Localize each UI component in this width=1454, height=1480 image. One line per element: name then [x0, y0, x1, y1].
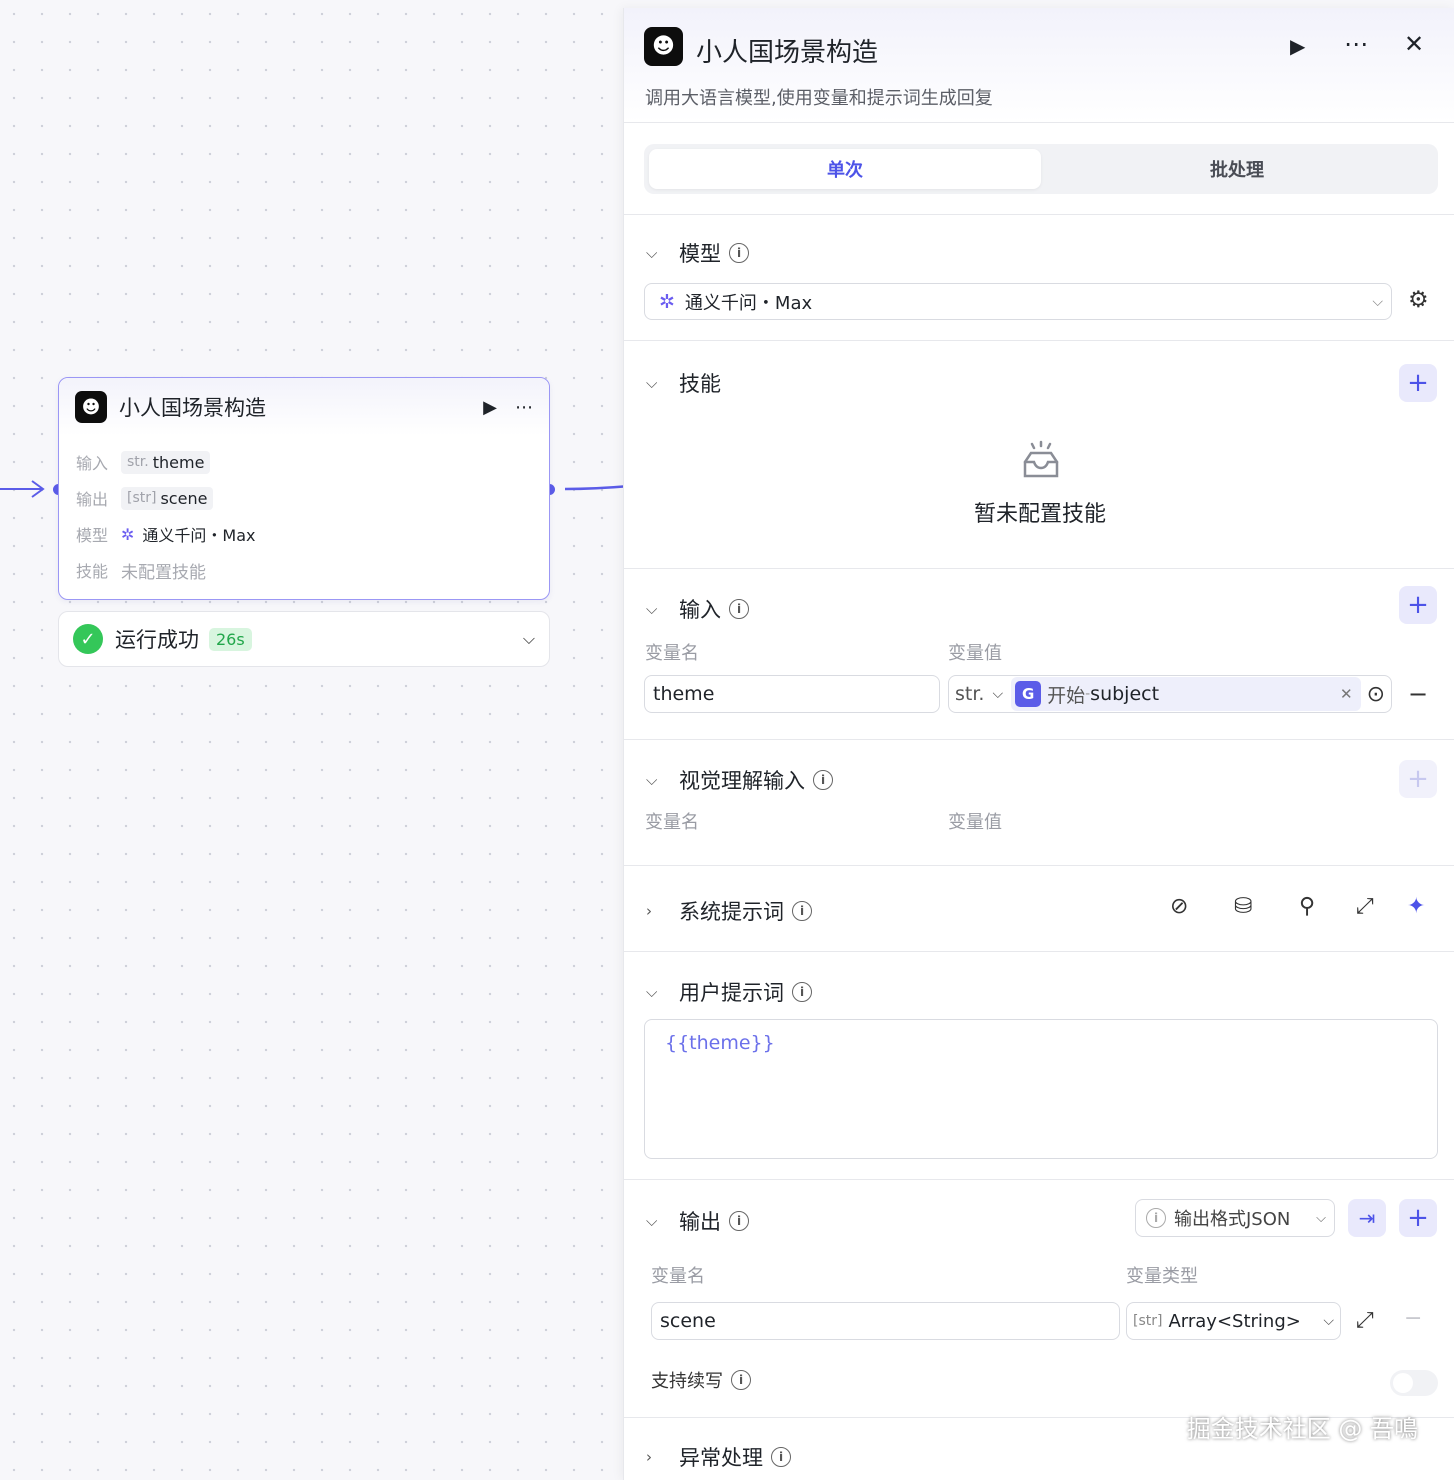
expand-icon[interactable]: ⤢: [1356, 1308, 1374, 1333]
run-status-card[interactable]: ✓ 运行成功 26s ⌵: [58, 611, 550, 667]
node-header: ☻ 小人国场景构造 ▶ ⋯: [59, 378, 549, 436]
info-icon: i: [1146, 1208, 1166, 1228]
run-icon[interactable]: ▶: [483, 396, 497, 418]
tab-batch[interactable]: 批处理: [1210, 160, 1264, 181]
user-prompt-editor[interactable]: {{theme}}: [644, 1019, 1438, 1159]
close-icon[interactable]: ✕: [1404, 30, 1425, 58]
bot-logo-icon: ☻: [644, 27, 683, 66]
info-icon: i: [729, 243, 749, 263]
no-skills-text: 暂未配置技能: [974, 502, 1107, 527]
gear-icon[interactable]: ⚙: [1408, 287, 1429, 313]
panel-header: ☻ 小人国场景构造 ▶ ⋯ ✕ 调用大语言模型,使用变量和提示词生成回复: [624, 8, 1454, 123]
variable-ref-chip[interactable]: G 开始 - subject ✕: [1011, 677, 1361, 711]
ai-sparkle-icon[interactable]: ✦: [1407, 894, 1426, 919]
node-output-row: 输出 [str]scene: [59, 480, 549, 516]
panel-title: 小人国场景构造: [696, 38, 879, 68]
llm-node-card[interactable]: ☻ 小人国场景构造 ▶ ⋯ 输入 str.theme 输出 [str]scene…: [58, 377, 550, 600]
chevron-down-icon[interactable]: ⌵: [522, 629, 535, 648]
output-chip: [str]scene: [121, 486, 214, 510]
input-col-value: 变量值: [948, 643, 1002, 664]
info-icon: i: [792, 901, 812, 921]
add-output-button[interactable]: +: [1399, 1199, 1437, 1237]
chevron-down-icon: ⌵: [646, 771, 658, 789]
tab-single[interactable]: 单次: [649, 149, 1041, 189]
duration-badge: 26s: [209, 627, 252, 651]
output-type-select[interactable]: [str] Array<String> ⌵: [1126, 1302, 1341, 1340]
output-var-name-field[interactable]: scene: [651, 1302, 1120, 1340]
model-logo-icon: ✲: [121, 524, 135, 544]
panel-description: 调用大语言模型,使用变量和提示词生成回复: [645, 88, 993, 109]
chevron-down-icon: ⌵: [1323, 1313, 1334, 1329]
chevron-down-icon: ⌵: [646, 1212, 658, 1230]
node-skill-row: 技能 未配置技能: [76, 562, 206, 583]
expand-icon[interactable]: ⤢: [1356, 894, 1374, 919]
input-var-name-field[interactable]: theme: [644, 675, 940, 713]
compass-icon[interactable]: ⊘: [1170, 894, 1189, 919]
vision-col-name: 变量名: [645, 812, 699, 833]
output-format-select[interactable]: i 输出格式JSON ⌵: [1135, 1199, 1335, 1237]
section-skills-title[interactable]: ⌵ 技能: [646, 372, 721, 396]
info-icon: i: [731, 1370, 751, 1390]
model-logo-icon: ✲: [659, 290, 675, 313]
chevron-down-icon: ⌵: [646, 983, 658, 1001]
clear-icon[interactable]: ✕: [1339, 685, 1353, 703]
empty-box-icon: [1019, 440, 1063, 482]
chevron-down-icon: ⌵: [1316, 1210, 1326, 1226]
node-title: 小人国场景构造: [119, 396, 266, 420]
info-icon: i: [729, 599, 749, 619]
start-node-icon: G: [1015, 681, 1042, 707]
chevron-down-icon: ⌵: [1372, 293, 1383, 310]
status-text: 运行成功: [115, 628, 199, 652]
vision-col-value: 变量值: [948, 812, 1002, 833]
output-col-type: 变量类型: [1126, 1266, 1198, 1287]
info-icon: i: [729, 1211, 749, 1231]
info-icon: i: [813, 770, 833, 790]
library-icon[interactable]: ⛁: [1234, 894, 1253, 919]
output-col-name: 变量名: [651, 1266, 705, 1287]
node-config-panel: ☻ 小人国场景构造 ▶ ⋯ ✕ 调用大语言模型,使用变量和提示词生成回复 单次 …: [623, 8, 1454, 1480]
more-icon[interactable]: ⋯: [1344, 30, 1368, 58]
chevron-down-icon: ⌵: [646, 374, 658, 392]
node-model-row: 模型 ✲ 通义千问・Max: [76, 524, 256, 546]
watermark: 掘金技术社区 @ 吾鳴: [1186, 1415, 1418, 1443]
chevron-down-icon: ⌵: [646, 600, 658, 618]
add-skill-button[interactable]: +: [1399, 364, 1437, 402]
input-var-value-field[interactable]: str. ⌵ G 开始 - subject ✕ ⊙: [948, 675, 1392, 713]
streaming-toggle[interactable]: [1390, 1370, 1438, 1396]
import-output-button[interactable]: ⇥: [1348, 1199, 1386, 1237]
input-col-name: 变量名: [645, 643, 699, 664]
chevron-down-icon: ⌵: [646, 244, 658, 262]
remove-input-icon[interactable]: −: [1408, 680, 1429, 708]
toggle-knob: [1393, 1373, 1413, 1393]
info-icon: i: [771, 1447, 791, 1467]
success-check-icon: ✓: [73, 624, 103, 654]
node-input-row: 输入 str.theme: [59, 444, 549, 480]
chevron-right-icon: ›: [646, 902, 652, 920]
remove-output-icon: −: [1404, 1306, 1423, 1331]
chevron-down-icon: ⌵: [992, 686, 1004, 702]
model-select[interactable]: ✲ 通义千问・Max ⌵: [644, 283, 1392, 320]
info-icon: i: [792, 982, 812, 1002]
more-icon[interactable]: ⋯: [515, 396, 533, 418]
mode-tabs: 单次 批处理: [644, 144, 1438, 194]
run-icon[interactable]: ▶: [1290, 34, 1306, 58]
add-vision-input-button[interactable]: +: [1399, 760, 1437, 798]
bot-logo-icon: ☻: [75, 391, 107, 423]
lightbulb-icon[interactable]: ⚲: [1299, 894, 1316, 919]
add-input-button[interactable]: +: [1399, 586, 1437, 624]
input-chip: str.theme: [121, 450, 211, 474]
type-select[interactable]: str.: [955, 683, 985, 705]
variable-picker-icon[interactable]: ⊙: [1366, 681, 1385, 707]
chevron-right-icon: ›: [646, 1448, 652, 1466]
